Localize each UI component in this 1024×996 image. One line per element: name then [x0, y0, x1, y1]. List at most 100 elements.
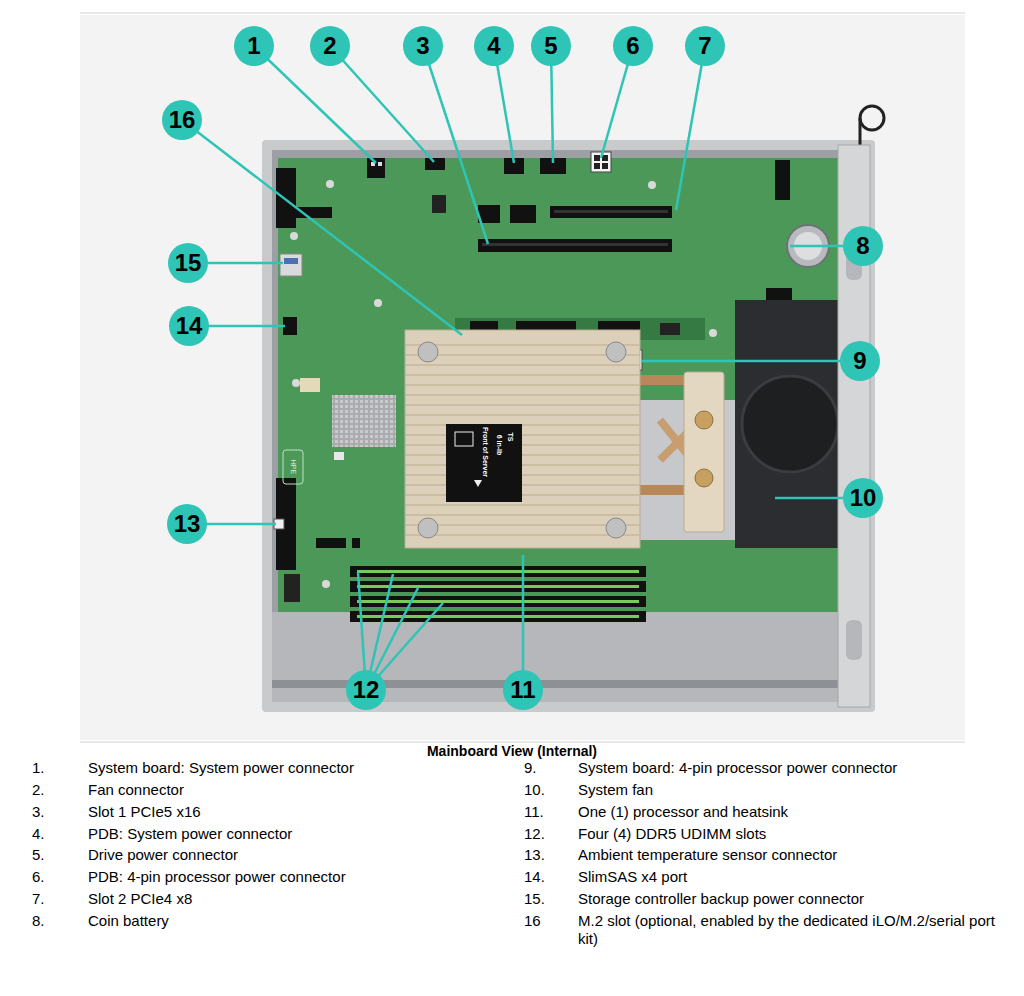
- callout-circle: [162, 100, 202, 140]
- key-description: System board: 4-pin processor power conn…: [578, 759, 998, 777]
- system-fan: [735, 300, 838, 548]
- key-description: Coin battery: [88, 912, 488, 930]
- callout-badge: 13: [166, 503, 208, 545]
- board-connectors: [284, 258, 298, 264]
- callout-number: 9: [839, 340, 881, 382]
- key-number: 14.: [524, 868, 564, 886]
- leader-lines: [182, 46, 863, 690]
- processor-heatsink: [446, 424, 522, 502]
- chassis-frame: [262, 140, 875, 712]
- callout-badge: 14: [168, 305, 210, 347]
- key-number: 9.: [524, 759, 564, 777]
- callout-number: 2: [309, 25, 351, 67]
- callout-number: 13: [166, 503, 208, 545]
- board-connectors: [300, 378, 320, 392]
- callout-badge: 1: [233, 25, 275, 67]
- board-connectors: [602, 155, 608, 161]
- processor-heatsink: [405, 330, 640, 548]
- callout-badge: 3: [402, 25, 444, 67]
- heat-pipes: [684, 372, 724, 532]
- board-connectors: [283, 317, 297, 335]
- callout-number: 16: [161, 99, 203, 141]
- key-description: One (1) processor and heatsink: [578, 803, 998, 821]
- key-number: 5.: [32, 846, 72, 864]
- processor-heatsink: [606, 518, 626, 538]
- key-number: 7.: [32, 890, 72, 908]
- system-board: [648, 181, 656, 189]
- dimm-slots: [350, 566, 646, 622]
- callout-circle: [685, 26, 725, 66]
- system-board: [278, 158, 838, 612]
- key-number: 15.: [524, 890, 564, 908]
- key-number: 1.: [32, 759, 72, 777]
- callout-badge: 12: [345, 669, 387, 711]
- dimm-slots: [357, 615, 639, 618]
- key-description: System board: System power connector: [88, 759, 488, 777]
- key-number: 10.: [524, 781, 564, 799]
- callout-badge: 7: [684, 25, 726, 67]
- system-board: [374, 299, 382, 307]
- dimm-slots: [350, 611, 646, 622]
- system-board: [292, 379, 300, 387]
- dimm-slots: [357, 585, 639, 588]
- callout-number: 6: [612, 25, 654, 67]
- processor-heatsink: [606, 342, 626, 362]
- chassis-frame: [272, 150, 860, 702]
- callout-circle: [843, 226, 883, 266]
- callout-circle: [531, 26, 571, 66]
- callout-circle: [346, 670, 386, 710]
- board-connectors: [425, 158, 445, 170]
- dimm-slots: [357, 600, 639, 603]
- pcie-slots: [482, 243, 668, 246]
- system-board: [278, 158, 838, 612]
- board-connectors: [276, 168, 296, 228]
- processor-heatsink: [418, 518, 438, 538]
- key-number: 2.: [32, 781, 72, 799]
- key-description: SlimSAS x4 port: [578, 868, 998, 886]
- leader-lines: [642, 360, 860, 363]
- callout-badge: 2: [309, 25, 351, 67]
- processor-heatsink: [474, 480, 482, 487]
- processor-heatsink: [405, 330, 640, 548]
- callout-number: 10: [842, 477, 884, 519]
- callout-badge: 5: [530, 25, 572, 67]
- leader-lines: [423, 46, 488, 244]
- callout-number: 11: [502, 669, 544, 711]
- callout-circle: [403, 26, 443, 66]
- callout-number: 3: [402, 25, 444, 67]
- key-description: Slot 1 PCIe5 x16: [88, 803, 488, 821]
- logo-text: HPE: [290, 460, 297, 474]
- leader-lines: [254, 46, 376, 163]
- chassis-frame: [262, 106, 884, 712]
- photo-background: [80, 742, 965, 743]
- pcie-slots: [550, 206, 672, 218]
- heat-pipes: [695, 411, 713, 429]
- callout-number: 4: [473, 25, 515, 67]
- callout-number: 14: [168, 305, 210, 347]
- m2-card: [660, 323, 680, 335]
- callout-badge: 15: [167, 242, 209, 284]
- dimm-slots: [350, 596, 646, 607]
- system-fan: [742, 376, 838, 472]
- board-connectors: [602, 163, 608, 169]
- dimm-slots: [350, 566, 646, 577]
- callout-badge: 6: [612, 25, 654, 67]
- key-description: Fan connector: [88, 781, 488, 799]
- key-description: PDB: System power connector: [88, 825, 488, 843]
- processor-heatsink: [418, 342, 438, 362]
- key-description: Drive power connector: [88, 846, 488, 864]
- callout-number: 7: [684, 25, 726, 67]
- callout-circle: [168, 243, 208, 283]
- system-fan: [735, 300, 838, 548]
- board-connectors: [316, 538, 346, 548]
- processor-heatsink: [455, 432, 473, 446]
- board-connectors: [775, 160, 790, 200]
- key-description: Slot 2 PCIe4 x8: [88, 890, 488, 908]
- callout-badge: 16: [161, 99, 203, 141]
- callout-number: 1: [233, 25, 275, 67]
- board-connectors: [284, 574, 300, 602]
- key-description: PDB: 4-pin processor power connector: [88, 868, 488, 886]
- key-description: Ambient temperature sensor connector: [578, 846, 998, 864]
- callout-circle: [310, 26, 350, 66]
- photo-background: [80, 13, 965, 14]
